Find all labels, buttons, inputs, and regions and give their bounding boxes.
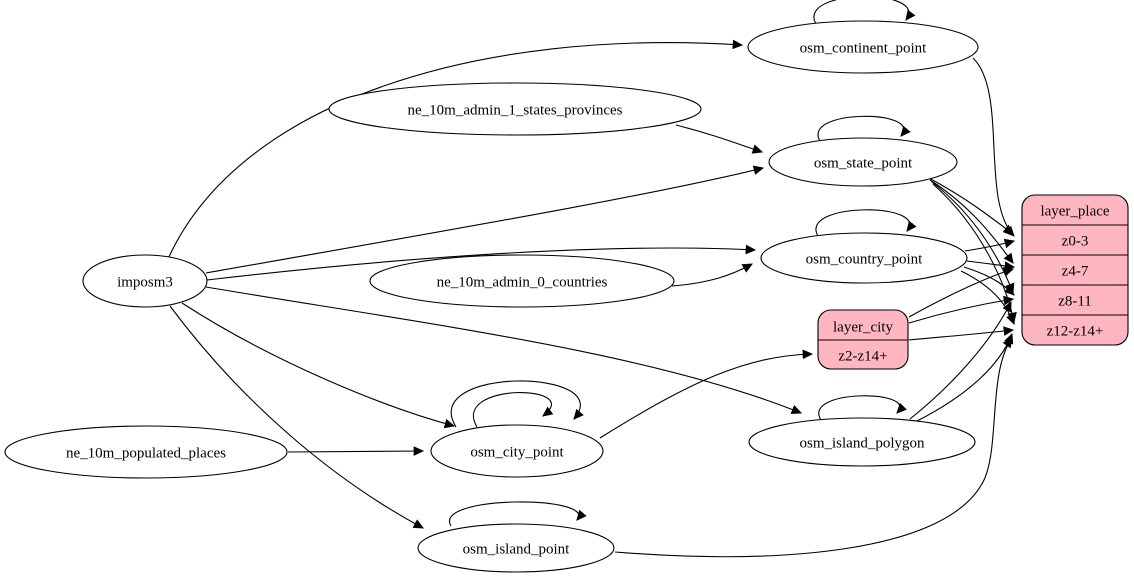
edge-imposm3-osm_city_point [181, 302, 456, 429]
edge-osm_city_point-layer_city-z2 [599, 349, 814, 439]
edge-osm_island_polygon-layer_place-z8_11 [909, 301, 1012, 420]
node-osm_country_point: osm_country_point [760, 232, 968, 284]
ne_10m_populated_places-shape [4, 425, 288, 479]
edge-osm_island_point-layer_place-z12_z14 [614, 337, 1013, 558]
edge-ne_10m_admin_1_states_provinces-osm_state_point [675, 124, 764, 154]
edge-imposm3-osm_state_point [205, 165, 765, 274]
imposm3-shape [82, 254, 208, 308]
edge-layer_city-layer_place-z4_7 [908, 267, 1015, 318]
selfloop-osm_state_point [817, 115, 911, 142]
edge-group [167, 0, 1017, 558]
osm_island_polygon-shape [748, 417, 976, 467]
node-osm_island_point: osm_island_point [417, 523, 615, 573]
selfloop-osm_island_point [448, 501, 587, 527]
layer_place-row-z12-z14: z12-z14+ [1047, 323, 1104, 339]
edge-imposm3-osm_continent_point [167, 39, 744, 260]
node-osm_state_point: osm_state_point [768, 137, 958, 187]
edge-osm_country_point-layer_place-z8_11 [963, 266, 1015, 296]
selfloop-osm_island_polygon [818, 395, 907, 421]
ne_10m_admin_0_countries-shape [369, 254, 675, 308]
ne_10m_admin_0_countries-label: ne_10m_admin_0_countries [437, 274, 608, 290]
osm_continent_point-label: osm_continent_point [800, 40, 927, 56]
layer_place-row-z8-11: z8-11 [1058, 293, 1092, 309]
edge-imposm3-osm_country_point [206, 244, 757, 281]
selfloop-osm_city_point-outer [450, 380, 584, 428]
ne_10m_populated_places-label: ne_10m_populated_places [66, 445, 226, 461]
edge-ne_10m_populated_places-osm_city_point [287, 446, 425, 456]
osm_state_point-label: osm_state_point [814, 155, 913, 171]
edge-layer_city-layer_place-z8_11 [908, 295, 1015, 324]
node-osm_continent_point: osm_continent_point [747, 20, 979, 74]
node-osm_island_polygon: osm_island_polygon [748, 417, 976, 467]
node-layer_city: layer_city z2-z14+ [817, 309, 909, 370]
selfloop-osm_country_point [815, 209, 917, 237]
node-osm_city_point: osm_city_point [430, 424, 604, 478]
layer_place-title: layer_place [1040, 203, 1109, 219]
layer_city-row-z2-z14: z2-z14+ [838, 348, 887, 364]
layer_place-row-z0-3: z0-3 [1062, 233, 1089, 249]
edge-osm_state_point-layer_place-z8_11 [931, 181, 1015, 295]
edge-layer_city-layer_place-z12_z14 [908, 326, 1015, 341]
edge-osm_country_point-layer_place-z12_z14 [960, 270, 1016, 326]
osm_state_point-shape [768, 137, 958, 187]
imposm3-label: imposm3 [117, 274, 173, 290]
edge-osm_island_polygon-layer_place-z12_z14 [916, 332, 1014, 422]
osm_country_point-label: osm_country_point [806, 251, 923, 267]
edge-osm_state_point-layer_place-z4_7 [929, 179, 1014, 264]
edge-osm_country_point-layer_place-z0_3 [964, 238, 1016, 252]
osm_city_point-label: osm_city_point [470, 444, 564, 460]
ne_10m_admin_1_states_provinces-shape [328, 82, 702, 136]
edge-osm_state_point-layer_place-z0_3 [926, 176, 1014, 235]
node-ne_10m_admin_0_countries: ne_10m_admin_0_countries [369, 254, 675, 308]
selfloop-osm_city_point-inner [473, 392, 554, 428]
osm_country_point-shape [760, 232, 968, 284]
node-imposm3: imposm3 [82, 254, 208, 308]
edge-imposm3-osm_island_polygon [205, 286, 803, 414]
layer_city-title: layer_city [833, 319, 893, 335]
ne_10m_admin_1_states_provinces-label: ne_10m_admin_1_states_provinces [408, 102, 623, 118]
osm_island_point-label: osm_island_point [463, 541, 571, 557]
osm_city_point-shape [430, 424, 604, 478]
edge-ne_10m_admin_0_countries-osm_country_point [671, 263, 753, 287]
node-ne_10m_admin_1_states_provinces: ne_10m_admin_1_states_provinces [328, 82, 702, 136]
node-ne_10m_populated_places: ne_10m_populated_places [4, 425, 288, 479]
selfloop-osm_continent_point [813, 0, 916, 25]
osm_continent_point-shape [747, 20, 979, 74]
edge-osm_continent_point-layer_place-z0_3 [972, 57, 1015, 237]
node-layer_place: layer_place z0-3 z4-7 z8-11 z12-z14+ [1021, 194, 1129, 346]
osm_island_polygon-label: osm_island_polygon [799, 435, 925, 451]
layer_place-shape [1021, 194, 1129, 346]
layer_place-row-z4-7: z4-7 [1062, 263, 1089, 279]
edge-imposm3-osm_island_point [169, 305, 424, 529]
edge-osm_country_point-layer_place-z4_7 [966, 260, 1016, 271]
osm_island_point-shape [417, 523, 615, 573]
